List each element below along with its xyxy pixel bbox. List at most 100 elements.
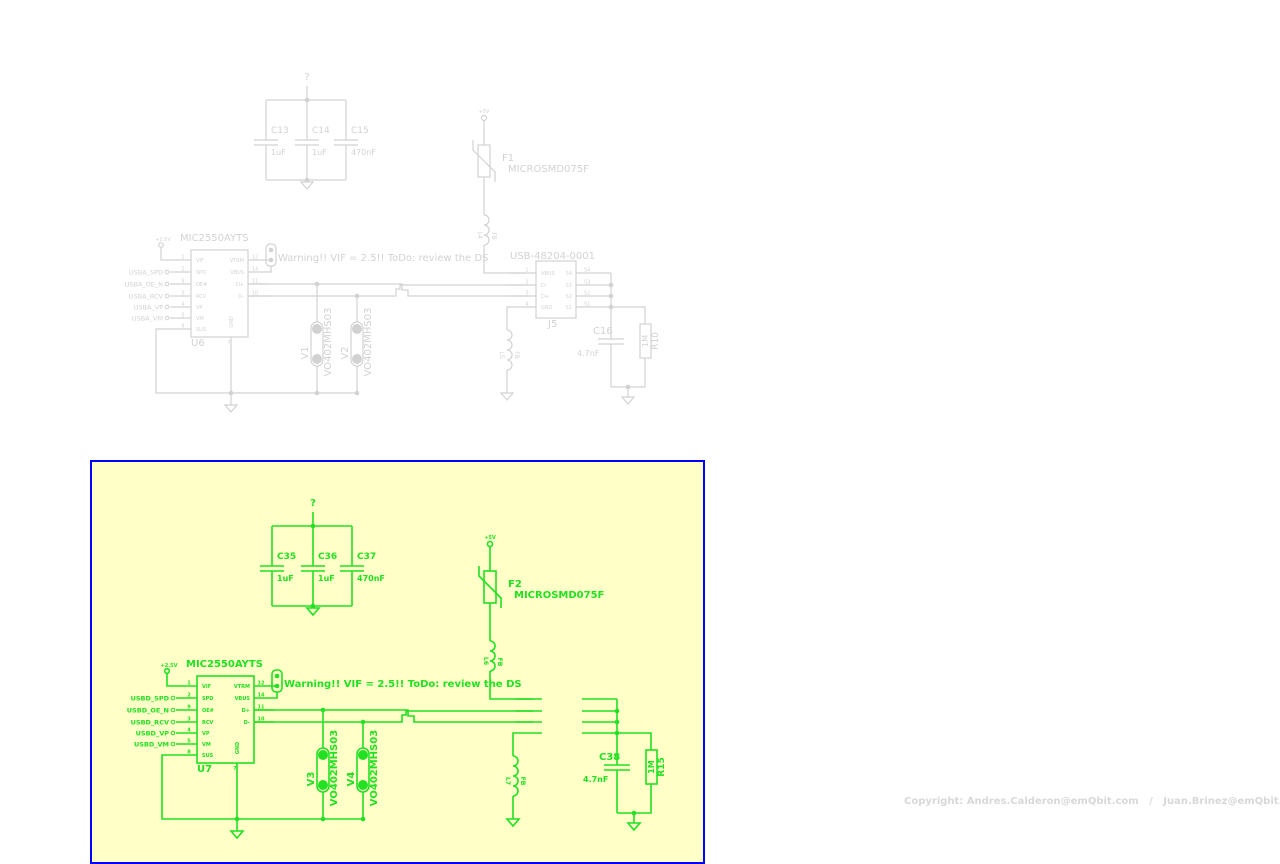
- net-port-icon: [164, 304, 170, 310]
- pin-name: D-: [244, 720, 250, 726]
- pin-name: RCV: [202, 720, 214, 726]
- net-port-icon: [164, 281, 170, 287]
- junction-dot: [354, 390, 360, 396]
- pin-number: 5: [187, 739, 191, 745]
- ferrite-icon: [512, 755, 519, 797]
- cap-ref: C16: [593, 326, 613, 337]
- pin-number: 8: [181, 324, 184, 330]
- varistor-terminal: [318, 780, 328, 790]
- net-port-icon: [164, 269, 170, 275]
- varistor-terminal: [352, 354, 362, 364]
- connector-value: USB-48204-0001: [510, 251, 595, 262]
- pin-number: 8: [187, 750, 191, 756]
- net-port-icon: [170, 695, 176, 701]
- net-label: USBD_OE_N: [127, 707, 169, 715]
- cap-value: 470nF: [351, 148, 376, 157]
- connector-body: [535, 260, 577, 319]
- net-port-icon: [170, 707, 176, 713]
- highlighted-sheet-panel[interactable]: [90, 460, 705, 864]
- varistor-ref: V4: [346, 772, 357, 787]
- ground-icon: [305, 607, 321, 617]
- power-port-icon: [158, 242, 164, 248]
- wire: [161, 754, 364, 820]
- pin-number: 3: [181, 291, 184, 297]
- ferrite-ref: L7: [504, 777, 511, 785]
- varistor-value: VO402MHS03: [369, 730, 380, 806]
- pin-name: OE#: [202, 708, 214, 714]
- ferrite-ref: L5: [498, 351, 505, 358]
- net-port-icon: [164, 315, 170, 321]
- ferrite-value: FB: [490, 232, 497, 240]
- ic-ref: U6: [191, 338, 205, 349]
- ferrite-icon: [506, 329, 513, 371]
- pin-name: D+: [242, 708, 250, 714]
- wire: [506, 306, 510, 330]
- pin-name: VBUS: [541, 271, 555, 277]
- supply-label: +5V: [484, 535, 496, 541]
- net-port-icon: [170, 730, 176, 736]
- pin-name: S1: [566, 305, 572, 311]
- cap-value: 470nF: [357, 574, 385, 583]
- polyfuse-slash: [478, 566, 502, 608]
- dplus-wire: [254, 709, 533, 723]
- wire: [155, 328, 358, 394]
- pin-number: 2: [181, 267, 184, 273]
- supply-label: +2.5V: [161, 663, 178, 669]
- wire: [611, 306, 646, 324]
- varistor-terminal: [358, 750, 368, 760]
- cap-ref: C37: [357, 552, 376, 562]
- sheet-top[interactable]: ?C131uFC141uFC15470nF+5VF1MICROSMD075FL4…: [125, 72, 661, 413]
- fuse-ref: F1: [502, 153, 514, 164]
- junction-dot: [234, 816, 240, 822]
- supply-label: +2.5V: [155, 237, 171, 243]
- pin-number: 14: [252, 267, 258, 273]
- ground-icon: [223, 404, 239, 413]
- net-label: USBA_RCV: [129, 293, 164, 301]
- ferrite-icon: [489, 640, 496, 672]
- net-label: USBA_OE_N: [125, 281, 164, 289]
- junction-dot: [614, 708, 620, 714]
- resistor-ref: R15: [657, 757, 667, 776]
- varistor-value: VO402MHS03: [323, 308, 334, 377]
- pin-number: 9: [187, 705, 191, 711]
- power-port-icon: [486, 540, 494, 548]
- pin-name: VIF: [196, 258, 204, 264]
- junction-dot: [608, 293, 614, 299]
- pin-number: 11: [258, 705, 265, 711]
- sheet-bottom[interactable]: ?C351uFC361uFC37470nF+5VF2MICROSMD075FL6…: [127, 498, 667, 840]
- pin-name: VP: [196, 305, 202, 311]
- pin-name: VM: [202, 742, 211, 748]
- varistor-terminal: [358, 780, 368, 790]
- pin-name: OE#: [196, 282, 207, 288]
- cap-value: 4.7nF: [577, 349, 600, 358]
- varistor-value: VO402MHS03: [363, 308, 374, 377]
- resistor-ref: R10: [651, 332, 661, 350]
- ic-body: [190, 249, 249, 338]
- pin-number: 11: [252, 279, 258, 285]
- varistor-terminal: [312, 354, 322, 364]
- junction-dot: [314, 390, 320, 396]
- pin-number: 12: [252, 255, 258, 261]
- pin-number: S2: [584, 291, 590, 297]
- ic-value: MIC2550AYTS: [186, 659, 263, 670]
- junction-dot: [614, 719, 620, 725]
- cap-value: 1uF: [277, 574, 294, 583]
- dplus-wire: [248, 283, 527, 297]
- ferrite-ref: L4: [476, 231, 483, 238]
- wire: [166, 673, 176, 687]
- varistor-value: VO402MHS03: [329, 730, 340, 806]
- junction-dot: [274, 673, 280, 679]
- ground-icon: [299, 181, 315, 190]
- warning-note: Warning!! VIF = 2.5!! ToDo: review the D…: [278, 253, 488, 264]
- wire: [268, 266, 272, 273]
- ferrite-value: FB: [513, 351, 520, 359]
- ic-value: MIC2550AYTS: [180, 233, 249, 244]
- fuse-value: MICROSMD075F: [514, 590, 604, 601]
- pin-name: S3: [566, 283, 572, 289]
- wire: [611, 358, 646, 388]
- net-label: USBA_SPD: [129, 269, 163, 277]
- pin-name: VM: [196, 316, 204, 322]
- cap-ref: C14: [312, 126, 330, 136]
- pin-name: D+: [236, 282, 244, 288]
